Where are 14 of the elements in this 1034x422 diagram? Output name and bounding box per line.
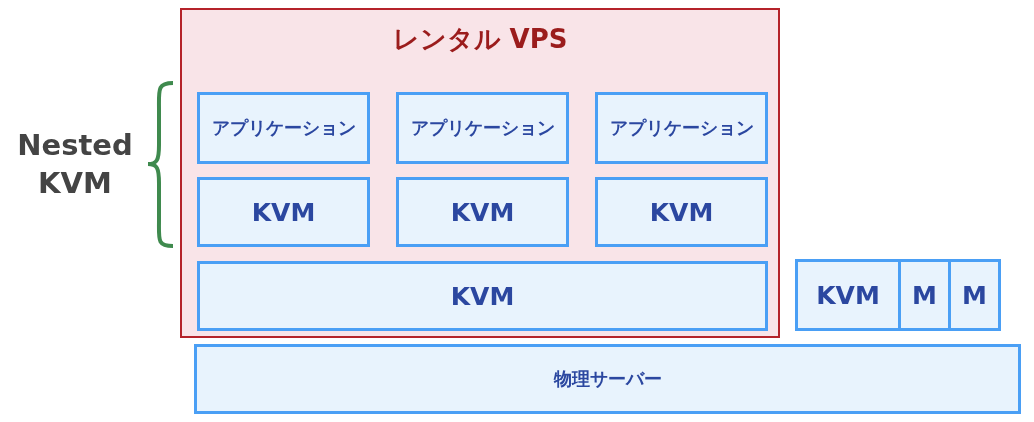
layer-box: KVM: [396, 177, 569, 247]
layer-box: KVM: [197, 261, 768, 331]
layer-box: M: [948, 259, 1001, 331]
layer-box: アプリケーション: [396, 92, 569, 164]
layer-box: アプリケーション: [197, 92, 370, 164]
group-box: [180, 8, 780, 338]
layer-box: M: [898, 259, 951, 331]
layer-box: KVM: [795, 259, 901, 331]
layer-box: KVM: [595, 177, 768, 247]
layer-box: 物理サーバー: [194, 344, 1021, 414]
annotation-label: Nested KVM: [16, 127, 134, 202]
layer-box: KVM: [197, 177, 370, 247]
group-title: レンタル VPS: [391, 23, 569, 56]
layer-box: アプリケーション: [595, 92, 768, 164]
